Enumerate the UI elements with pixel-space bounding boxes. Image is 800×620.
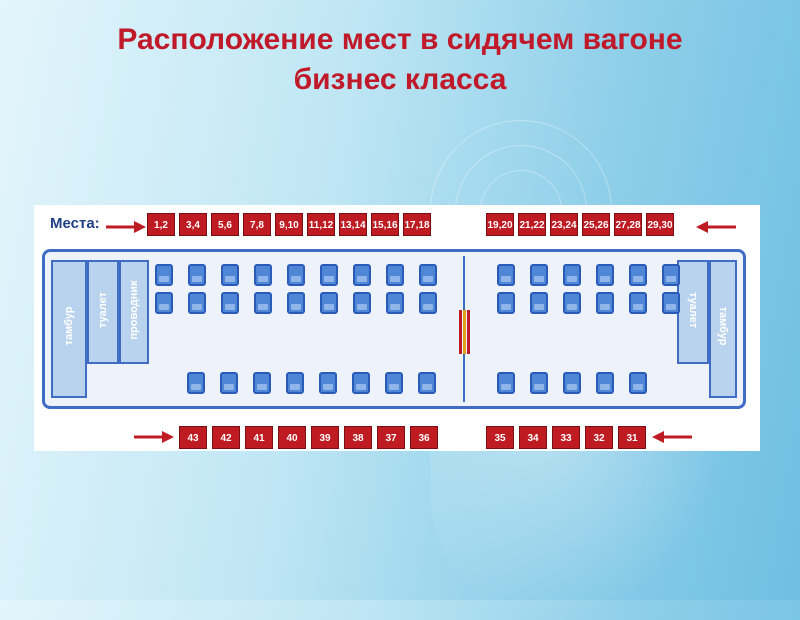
seat-number-box: 5,6 <box>211 213 239 236</box>
seat-icon <box>254 292 272 314</box>
seat-icon <box>497 264 515 286</box>
seat-number-box: 25,26 <box>582 213 610 236</box>
seat-number-box: 17,18 <box>403 213 431 236</box>
seat-number-box: 23,24 <box>550 213 578 236</box>
seat-icon <box>530 292 548 314</box>
seat-icon <box>385 372 403 394</box>
seat-number-box: 43 <box>179 426 207 449</box>
toilet-right-label: туалет <box>687 292 699 328</box>
vestibule-left-label: тамбур <box>63 306 75 346</box>
attendant-room-label: проводник <box>128 280 140 340</box>
seat-icon <box>629 372 647 394</box>
seat-icon <box>320 292 338 314</box>
seat-number-box: 32 <box>585 426 613 449</box>
seat-number-box: 21,22 <box>518 213 546 236</box>
vestibule-right-label: тамбур <box>717 306 729 346</box>
seat-icon <box>418 372 436 394</box>
seat-number-box: 40 <box>278 426 306 449</box>
seat-icon <box>563 372 581 394</box>
seat-icon <box>386 292 404 314</box>
seat-icon <box>253 372 271 394</box>
seat-icon <box>419 264 437 286</box>
arrow-right-icon <box>134 431 174 443</box>
seat-icon <box>563 292 581 314</box>
seat-number-box: 35 <box>486 426 514 449</box>
arrow-left-icon <box>652 431 692 443</box>
seat-number-box: 3,4 <box>179 213 207 236</box>
seat-number-box: 33 <box>552 426 580 449</box>
seat-icon <box>497 372 515 394</box>
toilet-right: туалет <box>677 260 709 364</box>
seat-number-box: 39 <box>311 426 339 449</box>
seat-number-box: 37 <box>377 426 405 449</box>
seat-number-box: 29,30 <box>646 213 674 236</box>
page-title: Расположение мест в сидячем вагоне бизне… <box>0 20 800 100</box>
seat-icon <box>221 264 239 286</box>
seat-icon <box>596 292 614 314</box>
vestibule-right: тамбур <box>709 260 737 398</box>
toilet-left-label: туалет <box>97 292 109 328</box>
seat-number-box: 41 <box>245 426 273 449</box>
seat-number-box: 27,28 <box>614 213 642 236</box>
seat-icon <box>352 372 370 394</box>
seat-icon <box>188 264 206 286</box>
seat-number-box: 36 <box>410 426 438 449</box>
seat-icon <box>497 292 515 314</box>
arrow-right-icon <box>106 221 146 233</box>
seat-number-box: 31 <box>618 426 646 449</box>
seat-icon <box>629 264 647 286</box>
title-line-1: Расположение мест в сидячем вагоне <box>117 23 683 56</box>
vestibule-left: тамбур <box>51 260 87 398</box>
seat-number-box: 1,2 <box>147 213 175 236</box>
seat-icon <box>254 264 272 286</box>
seat-number-box: 15,16 <box>371 213 399 236</box>
seat-icon <box>629 292 647 314</box>
seat-number-box: 11,12 <box>307 213 335 236</box>
seat-icon <box>319 372 337 394</box>
seat-icon <box>220 372 238 394</box>
seats-label: Места: <box>50 215 100 232</box>
seat-icon <box>221 292 239 314</box>
seat-icon <box>563 264 581 286</box>
seat-number-box: 9,10 <box>275 213 303 236</box>
seat-icon <box>353 292 371 314</box>
seat-icon <box>320 264 338 286</box>
seat-number-box: 19,20 <box>486 213 514 236</box>
seat-icon <box>353 264 371 286</box>
seat-icon <box>530 372 548 394</box>
seat-icon <box>419 292 437 314</box>
door-marker-icon <box>459 310 470 354</box>
title-line-2: бизнес класса <box>293 63 507 96</box>
seat-icon <box>155 292 173 314</box>
seat-number-box: 42 <box>212 426 240 449</box>
seat-icon <box>530 264 548 286</box>
seat-icon <box>596 372 614 394</box>
seat-number-box: 13,14 <box>339 213 367 236</box>
seat-icon <box>662 264 680 286</box>
seat-number-box: 34 <box>519 426 547 449</box>
seat-icon <box>188 292 206 314</box>
arrow-left-icon <box>696 221 736 233</box>
railcar-outline: тамбур туалет проводник туалет тамбур <box>42 249 746 409</box>
toilet-left: туалет <box>87 260 119 364</box>
seat-number-box: 7,8 <box>243 213 271 236</box>
seat-icon <box>155 264 173 286</box>
seat-icon <box>286 372 304 394</box>
seat-icon <box>187 372 205 394</box>
seat-number-box: 38 <box>344 426 372 449</box>
attendant-room: проводник <box>119 260 149 364</box>
seat-icon <box>662 292 680 314</box>
seat-icon <box>287 292 305 314</box>
seat-map-panel: Места: тамбур туалет проводник <box>34 205 760 451</box>
seat-icon <box>287 264 305 286</box>
seat-icon <box>386 264 404 286</box>
seat-icon <box>596 264 614 286</box>
